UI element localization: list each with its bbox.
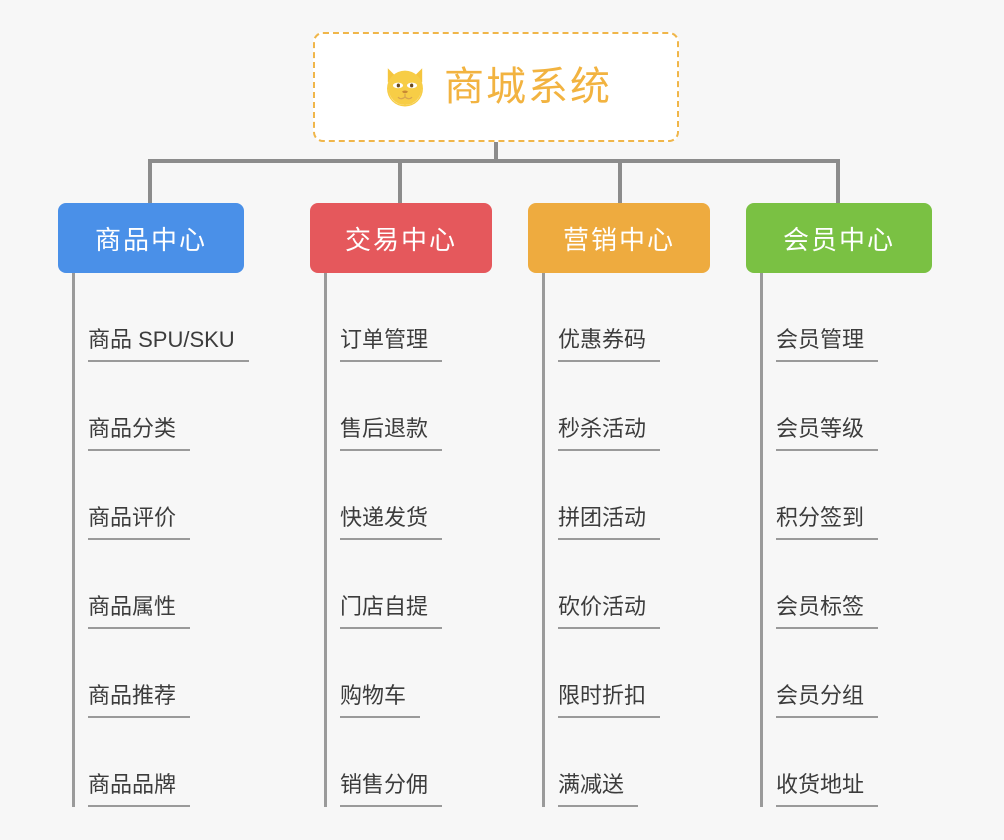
column-product-center: 商品中心 商品 SPU/SKU 商品分类 商品评价 商品属性 商品推荐 商品品牌 <box>58 203 249 807</box>
column-body-trade-center: 订单管理 售后退款 快递发货 门店自提 购物车 销售分佣 <box>310 273 492 807</box>
column-header-trade-center[interactable]: 交易中心 <box>310 203 492 273</box>
list-item-label: 售后退款 <box>340 411 443 451</box>
list-item-label: 商品评价 <box>88 500 191 540</box>
list-item[interactable]: 砍价活动 <box>544 540 710 629</box>
column-spine <box>324 273 327 807</box>
list-item[interactable]: 销售分佣 <box>326 718 492 807</box>
shiba-dog-face-icon <box>387 68 423 109</box>
root-title: 商城系统 <box>444 65 612 109</box>
column-spine <box>760 273 763 807</box>
list-item-label: 限时折扣 <box>558 678 661 718</box>
list-item-label: 购物车 <box>340 678 421 718</box>
list-item[interactable]: 优惠券码 <box>544 273 710 362</box>
column-body-marketing-center: 优惠券码 秒杀活动 拼团活动 砍价活动 限时折扣 满减送 <box>528 273 710 807</box>
column-spine <box>542 273 545 807</box>
list-item-label: 满减送 <box>558 767 639 807</box>
list-item-label: 会员等级 <box>776 411 879 451</box>
list-item[interactable]: 售后退款 <box>326 362 492 451</box>
list-item[interactable]: 会员标签 <box>762 540 932 629</box>
list-item[interactable]: 拼团活动 <box>544 451 710 540</box>
connector-root-vertical <box>494 142 498 162</box>
list-item[interactable]: 商品推荐 <box>74 629 244 718</box>
column-body-member-center: 会员管理 会员等级 积分签到 会员标签 会员分组 收货地址 <box>746 273 932 807</box>
list-item[interactable]: 满减送 <box>544 718 710 807</box>
column-item-list: 订单管理 售后退款 快递发货 门店自提 购物车 销售分佣 <box>326 273 492 807</box>
list-item[interactable]: 会员管理 <box>762 273 932 362</box>
list-item-label: 商品属性 <box>88 589 191 629</box>
list-item[interactable]: 门店自提 <box>326 540 492 629</box>
column-header-member-center[interactable]: 会员中心 <box>746 203 932 273</box>
list-item-label: 商品推荐 <box>88 678 191 718</box>
column-spine <box>72 273 75 807</box>
root-node-shop-system[interactable]: 商城系统 <box>313 32 679 142</box>
list-item-label: 会员标签 <box>776 589 879 629</box>
list-item[interactable]: 购物车 <box>326 629 492 718</box>
list-item[interactable]: 订单管理 <box>326 273 492 362</box>
list-item-label: 会员管理 <box>776 322 879 362</box>
list-item[interactable]: 收货地址 <box>762 718 932 807</box>
list-item-label: 秒杀活动 <box>558 411 661 451</box>
column-header-marketing-center[interactable]: 营销中心 <box>528 203 710 273</box>
column-header-product-center[interactable]: 商品中心 <box>58 203 244 273</box>
list-item-label: 门店自提 <box>340 589 443 629</box>
connector-drop-2 <box>398 161 402 203</box>
column-item-list: 会员管理 会员等级 积分签到 会员标签 会员分组 收货地址 <box>762 273 932 807</box>
column-member-center: 会员中心 会员管理 会员等级 积分签到 会员标签 会员分组 收货地址 <box>746 203 932 807</box>
connector-drop-3 <box>618 161 622 203</box>
list-item[interactable]: 商品属性 <box>74 540 244 629</box>
list-item-label: 销售分佣 <box>340 767 443 807</box>
connector-drop-1 <box>148 161 152 203</box>
list-item-label: 拼团活动 <box>558 500 661 540</box>
column-marketing-center: 营销中心 优惠券码 秒杀活动 拼团活动 砍价活动 限时折扣 满减送 <box>528 203 710 807</box>
column-item-list: 优惠券码 秒杀活动 拼团活动 砍价活动 限时折扣 满减送 <box>544 273 710 807</box>
list-item-label: 优惠券码 <box>558 322 661 362</box>
list-item[interactable]: 秒杀活动 <box>544 362 710 451</box>
list-item-label: 快递发货 <box>340 500 443 540</box>
connector-horizontal-bar <box>148 159 840 163</box>
list-item[interactable]: 商品评价 <box>74 451 244 540</box>
connector-drop-4 <box>836 161 840 203</box>
list-item-label: 会员分组 <box>776 678 879 718</box>
list-item[interactable]: 商品 SPU/SKU <box>74 273 249 362</box>
list-item[interactable]: 会员分组 <box>762 629 932 718</box>
list-item[interactable]: 积分签到 <box>762 451 932 540</box>
list-item-label: 商品 SPU/SKU <box>88 322 249 362</box>
list-item[interactable]: 快递发货 <box>326 451 492 540</box>
column-trade-center: 交易中心 订单管理 售后退款 快递发货 门店自提 购物车 销售分佣 <box>310 203 492 807</box>
list-item[interactable]: 限时折扣 <box>544 629 710 718</box>
list-item-label: 订单管理 <box>340 322 443 362</box>
list-item-label: 商品品牌 <box>88 767 191 807</box>
list-item-label: 商品分类 <box>88 411 191 451</box>
list-item[interactable]: 会员等级 <box>762 362 932 451</box>
list-item[interactable]: 商品分类 <box>74 362 244 451</box>
list-item[interactable]: 商品品牌 <box>74 718 244 807</box>
column-item-list: 商品 SPU/SKU 商品分类 商品评价 商品属性 商品推荐 商品品牌 <box>74 273 249 807</box>
list-item-label: 砍价活动 <box>558 589 661 629</box>
list-item-label: 积分签到 <box>776 500 879 540</box>
list-item-label: 收货地址 <box>776 767 879 807</box>
column-body-product-center: 商品 SPU/SKU 商品分类 商品评价 商品属性 商品推荐 商品品牌 <box>58 273 249 807</box>
